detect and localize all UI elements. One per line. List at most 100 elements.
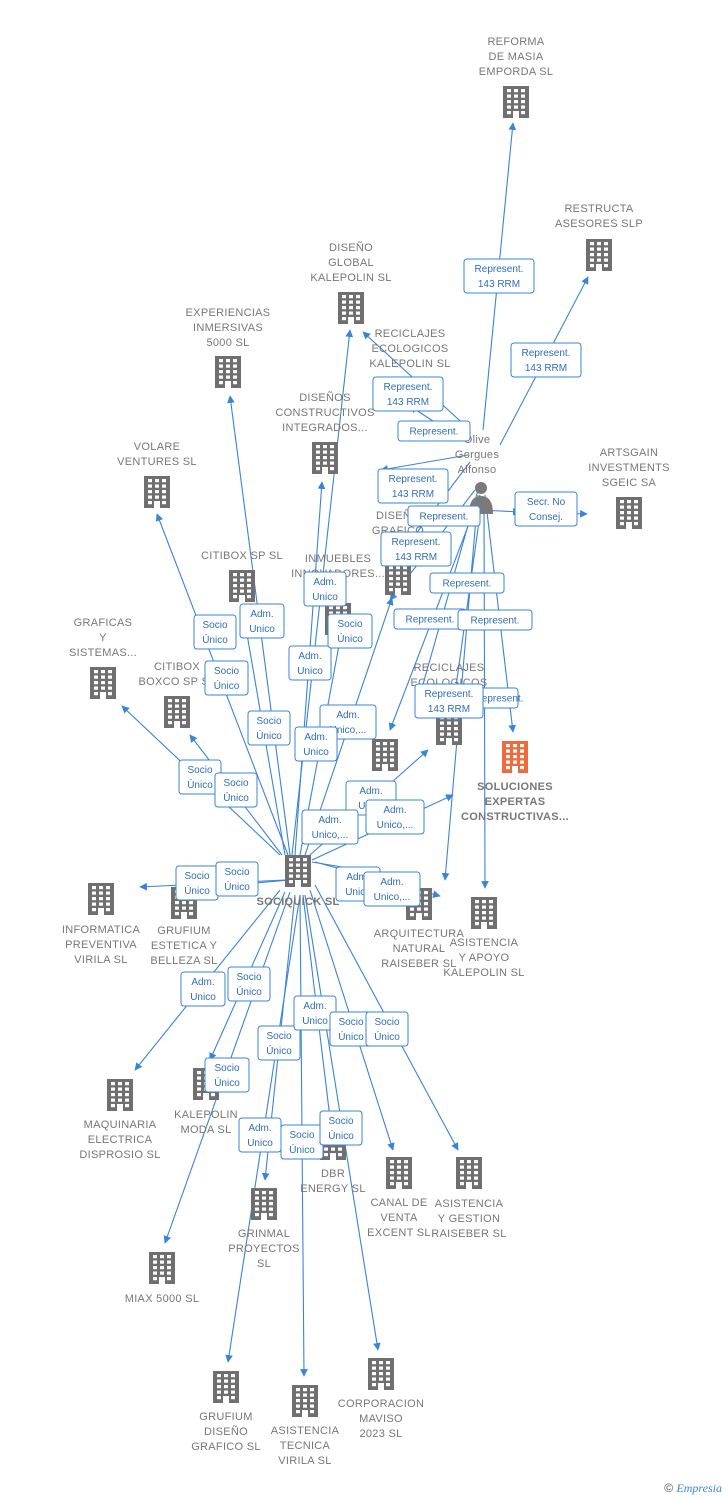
node-label[interactable]: KALEPOLIN SL xyxy=(443,967,524,979)
node-label[interactable]: RECICLAJES xyxy=(414,662,485,674)
node-label[interactable]: ENERGY SL xyxy=(300,1183,365,1195)
building-icon[interactable] xyxy=(502,741,528,773)
node-label[interactable]: ASISTENCIA xyxy=(435,1198,504,1210)
node-label[interactable]: 5000 SL xyxy=(206,337,249,349)
node-label[interactable]: BELLEZA SL xyxy=(150,955,217,967)
node-label[interactable]: SGEIC SA xyxy=(602,477,657,489)
node-label[interactable]: ARTSGAIN xyxy=(600,447,658,459)
relation-label[interactable]: Represent. xyxy=(397,420,471,442)
node-label[interactable]: INVESTMENTS xyxy=(588,462,670,474)
building-icon[interactable] xyxy=(107,1079,133,1111)
node-label[interactable]: REFORMA xyxy=(487,36,544,48)
node-label[interactable]: Y GESTION xyxy=(438,1213,500,1225)
node-label[interactable]: RAISEBER SL xyxy=(381,958,456,970)
node-label[interactable]: VIRILA SL xyxy=(278,1455,331,1467)
node-label[interactable]: GRAFICO SL xyxy=(191,1441,261,1453)
node-label[interactable]: CONSTRUCTIVAS... xyxy=(461,811,569,823)
relation-label[interactable]: Adm.Unico xyxy=(238,1117,282,1153)
node-label[interactable]: DBR xyxy=(321,1168,345,1180)
relation-label[interactable]: Adm.Unico xyxy=(180,971,226,1007)
person-name[interactable]: Alfonso xyxy=(458,464,497,476)
building-icon[interactable] xyxy=(471,897,497,929)
relation-label[interactable]: Adm.Unico xyxy=(294,726,338,762)
relation-label[interactable]: Adm.Unico,... xyxy=(365,799,425,835)
node-label[interactable]: GRAFICAS xyxy=(74,617,133,629)
node-label[interactable]: EXPERIENCIAS xyxy=(186,307,271,319)
node-label[interactable]: GRUFIUM xyxy=(157,925,210,937)
building-icon[interactable] xyxy=(292,1385,318,1417)
node-label[interactable]: VENTA xyxy=(380,1212,418,1224)
node-label[interactable]: KALEPOLIN xyxy=(174,1109,238,1121)
node-label[interactable]: GRUFIUM xyxy=(199,1411,252,1423)
relation-label[interactable]: Represent.143 RRM xyxy=(414,683,484,719)
building-icon[interactable] xyxy=(616,497,642,529)
node-label[interactable]: RESTRUCTA xyxy=(564,203,633,215)
node-label[interactable]: ELECTRICA xyxy=(88,1134,153,1146)
building-icon[interactable] xyxy=(372,739,398,771)
relation-label[interactable]: Represent. xyxy=(457,609,533,631)
node-label[interactable]: ASESORES SLP xyxy=(555,218,643,230)
node-label[interactable]: RAISEBER SL xyxy=(431,1228,506,1240)
node-label[interactable]: NATURAL xyxy=(393,943,446,955)
node-label[interactable]: PREVENTIVA xyxy=(65,939,137,951)
relation-label[interactable]: Represent.143 RRM xyxy=(463,258,535,294)
node-label[interactable]: PROYECTOS xyxy=(228,1243,300,1255)
node-label[interactable]: ARQUITECTURA xyxy=(374,928,465,940)
node-label[interactable]: DISPROSIO SL xyxy=(79,1149,160,1161)
node-label[interactable]: INMUEBLES xyxy=(305,553,371,565)
node-label[interactable]: MODA SL xyxy=(180,1124,231,1136)
node-label[interactable]: GLOBAL xyxy=(328,257,374,269)
building-icon[interactable] xyxy=(586,239,612,271)
node-label[interactable]: INTEGRADOS... xyxy=(282,422,368,434)
node-label[interactable]: CITIBOX xyxy=(154,661,200,673)
relation-label[interactable]: Represent. xyxy=(475,687,524,709)
building-icon[interactable] xyxy=(164,696,190,728)
node-label[interactable]: SOCIQUICK SL xyxy=(256,896,339,908)
node-label[interactable]: TECNICA xyxy=(280,1440,331,1452)
node-label[interactable]: Y xyxy=(99,632,107,644)
node-label[interactable]: MAVISO xyxy=(359,1413,403,1425)
building-icon[interactable] xyxy=(368,1358,394,1390)
node-label[interactable]: BOXCO SP SL xyxy=(138,676,215,688)
building-icon[interactable] xyxy=(385,563,411,595)
node-label[interactable]: SL xyxy=(257,1258,271,1270)
node-label[interactable]: ASISTENCIA xyxy=(271,1425,340,1437)
node-label[interactable]: KALEPOLIN SL xyxy=(369,358,450,370)
building-icon[interactable] xyxy=(312,442,338,474)
node-label[interactable]: Y APOYO xyxy=(459,952,510,964)
node-label[interactable]: KALEPOLIN SL xyxy=(310,272,391,284)
node-label[interactable]: CONSTRUCTIVOS xyxy=(275,407,374,419)
node-label[interactable]: DE MASIA xyxy=(489,51,544,63)
building-icon[interactable] xyxy=(215,356,241,388)
node-label[interactable]: EMPORDA SL xyxy=(479,66,554,78)
node-label[interactable]: DISEÑOS xyxy=(299,391,351,404)
relation-label[interactable]: Represent. xyxy=(429,572,505,594)
node-label[interactable]: CITIBOX SP SL xyxy=(201,550,283,562)
building-icon[interactable] xyxy=(88,883,114,915)
node-label[interactable]: MIAX 5000 SL xyxy=(125,1293,200,1305)
node-label[interactable]: INMERSIVAS xyxy=(193,322,263,334)
building-icon[interactable] xyxy=(229,570,255,602)
node-label[interactable]: 2023 SL xyxy=(359,1428,402,1440)
node-label[interactable]: CANAL DE xyxy=(370,1197,427,1209)
node-label[interactable]: SOLUCIONES xyxy=(477,781,553,793)
building-icon[interactable] xyxy=(149,1252,175,1284)
relation-label[interactable]: Represent. xyxy=(393,608,467,630)
building-icon[interactable] xyxy=(251,1188,277,1220)
relation-label[interactable]: Represent.143 RRM xyxy=(372,376,444,412)
node-label[interactable]: VENTURES SL xyxy=(117,456,197,468)
node-label[interactable]: CORPORACION xyxy=(338,1398,424,1410)
building-icon[interactable] xyxy=(503,86,529,118)
